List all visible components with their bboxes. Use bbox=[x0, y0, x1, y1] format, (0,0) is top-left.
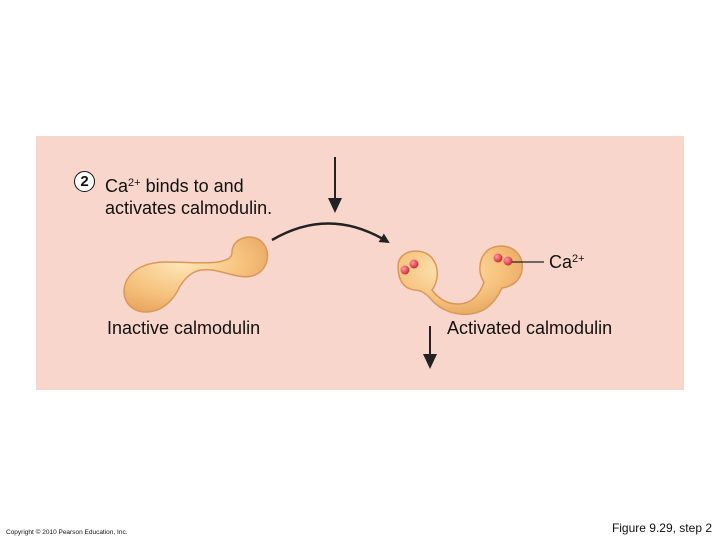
inactive-calmodulin-label: Inactive calmodulin bbox=[107, 318, 261, 338]
calcium-ion bbox=[400, 265, 410, 275]
calcium-ion bbox=[409, 259, 419, 269]
curved-arrow bbox=[271, 222, 390, 244]
inactive-calmodulin-shape bbox=[123, 236, 269, 313]
activated-calmodulin-label: Activated calmodulin bbox=[447, 318, 613, 338]
step-line2: activates calmodulin. bbox=[105, 198, 273, 218]
ion-charge: 2+ bbox=[128, 177, 141, 189]
figure-caption: Figure 9.29, step 2 bbox=[611, 521, 712, 535]
down-arrow-bottom bbox=[423, 326, 437, 369]
ion-symbol: Ca bbox=[105, 176, 129, 196]
down-arrow-top bbox=[328, 157, 342, 213]
ion-label-base: Ca bbox=[549, 252, 573, 272]
step-number-badge: 2 bbox=[74, 171, 95, 192]
step-description: Ca2+ binds to and activates calmodulin. bbox=[105, 172, 272, 219]
activated-calmodulin-shape bbox=[397, 245, 524, 316]
diagram-panel bbox=[36, 136, 684, 390]
calcium-ion-label: Ca2+ bbox=[549, 252, 585, 273]
calcium-ion bbox=[493, 253, 503, 263]
ion-label-charge: 2+ bbox=[572, 253, 585, 265]
copyright-notice: Copyright © 2010 Pearson Education, Inc. bbox=[6, 529, 128, 536]
calcium-ion bbox=[503, 256, 513, 266]
step-line1-rest: binds to and bbox=[140, 176, 244, 196]
